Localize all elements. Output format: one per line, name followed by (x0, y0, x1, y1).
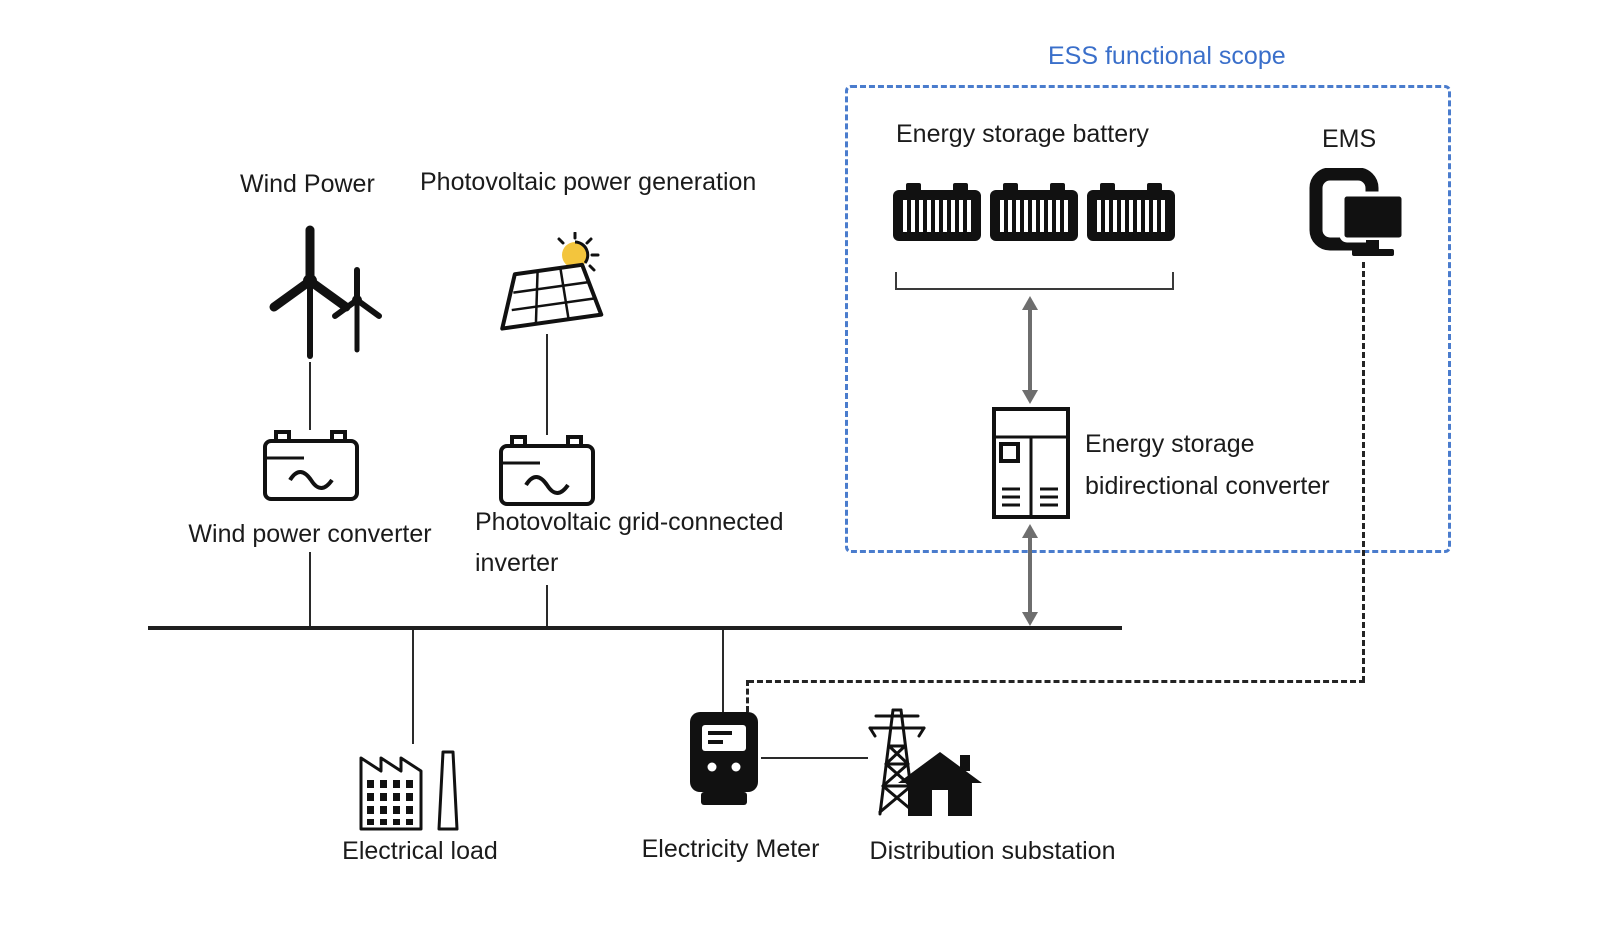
ems-label: EMS (1322, 125, 1377, 153)
bidirectional-converter-cabinet-icon (992, 407, 1070, 519)
ess-converter-label-line2: bidirectional converter (1085, 472, 1330, 500)
wind-power-label: Wind Power (240, 170, 375, 198)
substation-house-icon (898, 752, 983, 817)
ems-comm-line-drop (746, 680, 749, 712)
ess-scope-boundary (845, 85, 1451, 553)
pv-panel-to-inverter-line (546, 334, 548, 435)
wind-turbine-icon (265, 224, 385, 360)
pv-inverter-label-line2: inverter (475, 549, 559, 577)
ess-converter-label-line1: Energy storage (1085, 430, 1255, 458)
storage-battery-icon (893, 183, 981, 241)
energy-storage-battery-label: Energy storage battery (896, 120, 1149, 148)
ess-scope-title: ESS functional scope (1048, 42, 1286, 70)
pv-inverter-label-line1: Photovoltaic grid-connected (475, 508, 784, 536)
wind-converter-to-bus-line (309, 552, 311, 628)
bus-to-meter-line (722, 630, 724, 712)
ems-computer-icon (1308, 168, 1408, 260)
ems-comm-line-vertical (1362, 262, 1365, 682)
wind-turbine-to-converter-line (309, 362, 311, 430)
converter-bus-arrow (1021, 524, 1039, 626)
solar-panel-sun-icon (490, 232, 605, 332)
distribution-substation-label: Distribution substation (869, 837, 1116, 865)
electrical-load-label: Electrical load (342, 837, 498, 865)
wind-converter-icon (262, 430, 360, 502)
electricity-meter-icon (687, 710, 761, 808)
factory-icon (355, 742, 475, 832)
bus-to-load-line (412, 630, 414, 744)
pv-generation-label: Photovoltaic power generation (420, 168, 757, 196)
meter-to-substation-line (761, 757, 868, 759)
ac-bus-line (148, 626, 1122, 630)
battery-converter-arrow (1021, 296, 1039, 404)
ems-comm-line-horizontal (748, 680, 1365, 683)
electricity-meter-label: Electricity Meter (641, 835, 820, 863)
pv-inverter-icon (498, 435, 596, 507)
wind-converter-label: Wind power converter (188, 520, 432, 548)
pv-inverter-to-bus-line (546, 585, 548, 628)
storage-battery-icon (1087, 183, 1175, 241)
battery-group-bracket (895, 272, 1174, 290)
storage-battery-icon (990, 183, 1078, 241)
